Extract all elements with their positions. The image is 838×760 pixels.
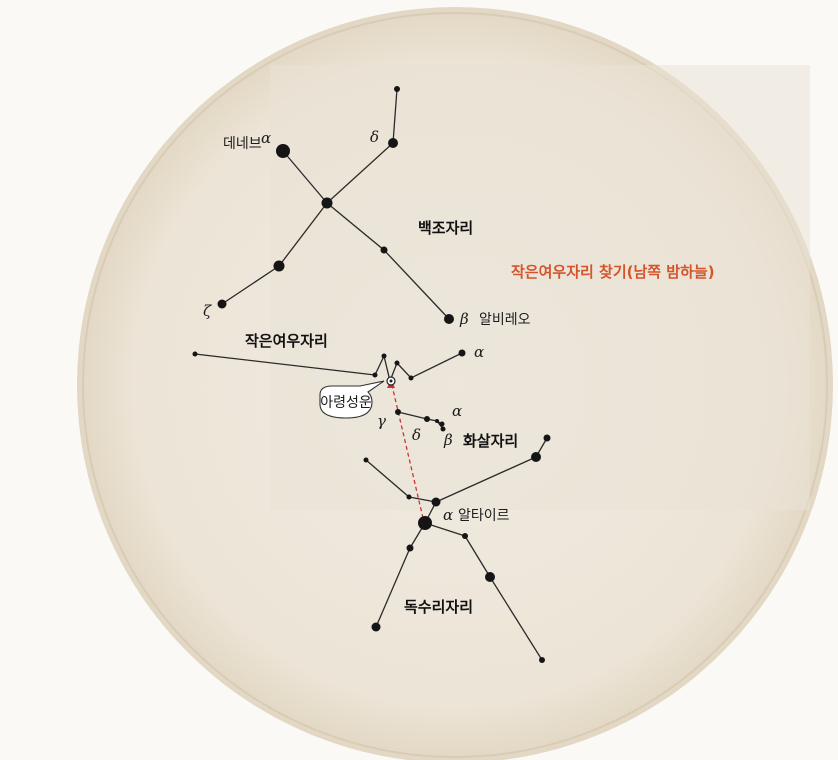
cygnus-eta-star [380, 246, 388, 254]
albireo-greek: β [459, 310, 469, 328]
cygnus-epsilon-star [273, 260, 285, 272]
deneb-greek: α [261, 129, 271, 147]
cygnus-gamma-star [321, 197, 333, 209]
aquila-star-6 [371, 622, 381, 632]
vulpecula-star-2 [372, 372, 378, 378]
cygnus-iota-star [394, 86, 400, 92]
pointer-line [390, 380, 424, 519]
aquila-lines [365, 437, 548, 661]
albireo-star [444, 314, 454, 324]
nebula-callout: 아령성운 [319, 380, 385, 419]
cygnus-zeta-greek: ζ [203, 302, 212, 320]
altair-label: 알타이르 [458, 508, 510, 524]
vulpecula-star-1 [192, 351, 198, 357]
aquila-star-3 [462, 533, 468, 539]
cygnus-lines [221, 88, 450, 320]
aquila-star-5 [539, 657, 545, 663]
deneb-label: 데네브 [223, 136, 262, 152]
chart-title: 작은여우자리 찾기(남쪽 밤하늘) [511, 263, 715, 281]
vulpecula-alpha-greek: α [474, 343, 484, 361]
cygnus-zeta-star [217, 299, 227, 309]
vulpecula-lines [194, 352, 463, 384]
sagitta-label: 화살자리 [463, 432, 518, 450]
aquila-star-2 [406, 494, 412, 500]
altair-greek: α [443, 506, 453, 524]
nebula-callout-text: 아령성운 [320, 395, 372, 411]
vulpecula-alpha-star [458, 349, 466, 357]
deneb-star [276, 144, 290, 158]
altair-star [418, 516, 432, 530]
albireo-label: 알비레오 [479, 312, 531, 328]
cygnus-delta-star [388, 138, 398, 148]
cygnus-label: 백조자리 [418, 219, 473, 237]
vulpecula-star-3 [381, 353, 387, 359]
aquila-label: 독수리자리 [404, 598, 473, 616]
cygnus-delta-greek: δ [370, 128, 379, 146]
vulpecula-label: 작은여우자리 [245, 332, 328, 350]
aquila-gamma-star [431, 497, 441, 507]
sagitta-delta-greek: δ [412, 426, 421, 444]
sagitta-beta-star [440, 426, 446, 432]
sagitta-mid-star [435, 419, 439, 423]
vulpecula-star-5 [408, 375, 414, 381]
aquila-star-1 [363, 457, 369, 463]
aquila-zeta-star [531, 452, 541, 462]
sagitta-gamma-star [395, 409, 401, 415]
dumbbell-nebula-core [389, 379, 393, 383]
sagitta-gamma-greek: γ [377, 412, 386, 430]
inset-panel [270, 65, 810, 510]
sagitta-delta-star [424, 416, 430, 422]
sagitta-alpha-greek: α [452, 402, 462, 420]
vulpecula-star-4 [394, 360, 400, 366]
sagitta-beta-greek: β [443, 431, 453, 449]
aquila-beta-star [406, 544, 414, 552]
aquila-star-4 [485, 572, 495, 582]
stars [192, 86, 551, 663]
sagitta-alpha-star [439, 421, 445, 427]
sky-disk-rim [82, 12, 828, 758]
aquila-epsilon-star [543, 434, 551, 442]
